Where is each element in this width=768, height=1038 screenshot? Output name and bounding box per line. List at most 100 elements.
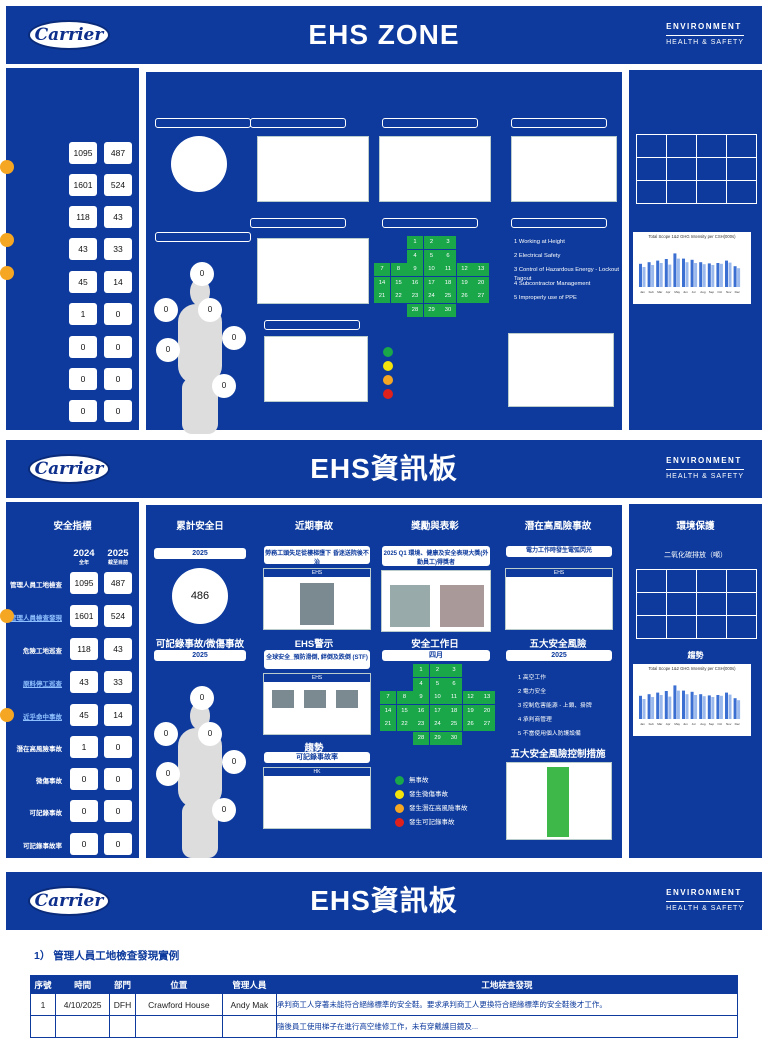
alert-document: EHS (263, 673, 371, 735)
x-tick-label: Aug (700, 290, 706, 294)
indicator-2025-value: 524 (104, 605, 132, 627)
calendar-day: 12 (456, 263, 473, 276)
indicator-label: 近乎命中事故 (23, 714, 62, 721)
chart-bar (737, 268, 741, 287)
chart-bar (659, 695, 663, 719)
calendar-day: 25 (446, 718, 462, 731)
trend-heading: 趨勢 (304, 743, 324, 754)
chart-bar (639, 695, 642, 719)
x-tick-label: Aug (700, 722, 706, 726)
calendar-day: 4 (413, 677, 429, 691)
table-cell (55, 1015, 111, 1038)
orange-marker-icon (0, 708, 14, 722)
calendar-day: 12 (462, 691, 479, 704)
calendar-day: 24 (423, 290, 440, 303)
calendar-day: 19 (456, 276, 473, 290)
status-dot-icon (395, 803, 404, 813)
calendar-day: 15 (390, 276, 407, 290)
placeholder-box (264, 320, 360, 330)
legend-label: 發生可記錄事故 (409, 819, 455, 826)
placeholder-box (155, 118, 251, 128)
alert-title: 全球安全_預防滑倒, 絆倒及跌倒 (STF) (264, 650, 370, 669)
risk-item: 3 Control of Hazardous Energy - Lockout … (514, 267, 620, 282)
calendar-day: 22 (390, 290, 407, 303)
year-pill: 2025 (154, 548, 246, 559)
calendar-day: 6 (440, 249, 456, 263)
recordable-rate: 可記錄事故率 (264, 752, 370, 763)
chart-bar (711, 265, 715, 287)
risk-item: 2 Electrical Safety (514, 253, 561, 259)
indicator-2025-value: 0 (104, 800, 132, 822)
trend-document: HK (263, 767, 371, 829)
x-tick-label: Mar (657, 722, 662, 726)
recordable-heading: 可記錄事故/微傷事故 (155, 639, 245, 650)
trend-document (264, 336, 368, 402)
calendar-day: 13 (479, 691, 495, 704)
reward-title: 2025 Q1 環境、健康及安全表現大獎(外勤員工)得獎者 (382, 546, 490, 566)
orange-marker-icon (0, 160, 14, 174)
x-tick-label: Jun (683, 722, 688, 726)
body-value: 0 (154, 298, 178, 322)
chart-bar (682, 258, 685, 287)
table-cell: Crawford House (134, 993, 223, 1016)
indicator-2025-value: 43 (104, 638, 132, 660)
chart-bar (733, 266, 737, 287)
calendar-day: 5 (423, 249, 440, 263)
chart-bar (690, 691, 694, 719)
status-dot-icon (383, 375, 393, 385)
recent-incidents-heading: 近期事故 (294, 521, 333, 532)
placeholder-box (382, 118, 478, 128)
body-value: 0 (212, 374, 236, 398)
x-tick-label: Jul (692, 722, 696, 726)
co2-grid (636, 134, 757, 204)
indicator-2024-value: 1 (70, 736, 98, 758)
calendar-day: 13 (473, 263, 489, 276)
x-tick-label: Feb (649, 290, 655, 294)
indicator-2025-value: 524 (104, 174, 132, 196)
indicator-2024-value: 43 (70, 671, 98, 693)
cumulative-days-heading: 累計安全日 (176, 521, 224, 532)
body-value: 0 (190, 686, 214, 710)
chart-bar (728, 262, 732, 287)
x-tick-label: Jan (640, 290, 645, 294)
calendar-day: 8 (396, 691, 413, 704)
calendar-day: 8 (390, 263, 407, 276)
body-value: 0 (190, 262, 214, 286)
rewards-heading: 獎勵與表彰 (411, 521, 459, 532)
chart-bar (682, 690, 685, 719)
calendar-day: 23 (413, 718, 429, 731)
calendar-day: 1 (407, 236, 423, 249)
x-tick-label: May (674, 290, 680, 294)
table-cell: Andy Mak (221, 993, 277, 1016)
top5-year: 2025 (506, 650, 612, 661)
risk-item: 4 承判商管理 (518, 717, 552, 723)
chart-bar (664, 691, 668, 719)
x-tick-label: May (674, 722, 680, 726)
calendar-day: 27 (473, 290, 489, 303)
table-cell (134, 1015, 223, 1038)
indicator-label: 微傷事故 (36, 778, 62, 785)
chart-bar (647, 694, 651, 719)
calendar-day: 3 (440, 236, 456, 249)
x-tick-label: Jan (640, 722, 645, 726)
column-header: 管理人員 (221, 975, 277, 994)
chart-bar (668, 696, 672, 719)
indicator-2025-value: 0 (104, 736, 132, 758)
chart-bar (716, 263, 720, 287)
indicator-label: 潛在高風險事故 (16, 746, 63, 753)
column-header: 部門 (109, 975, 136, 994)
chart-bar (699, 262, 703, 287)
x-tick-label: Sep (709, 722, 715, 726)
risk-item: 3 控制危害能源 - 上鎖、掛牌 (518, 703, 592, 709)
calendar-day: 30 (440, 303, 456, 317)
incident-title: 勞務工頭失足從樓梯墮下 昏迷送院後不治 (264, 546, 370, 566)
table-cell (109, 1015, 136, 1038)
indicator-label: 管理人員工地檢查 (10, 582, 62, 589)
findings-section-title: 1） 管理人員工地檢查發現實例 (34, 950, 180, 962)
body-value: 0 (154, 722, 178, 746)
chart-bar (711, 697, 715, 719)
placeholder-box (382, 218, 478, 228)
